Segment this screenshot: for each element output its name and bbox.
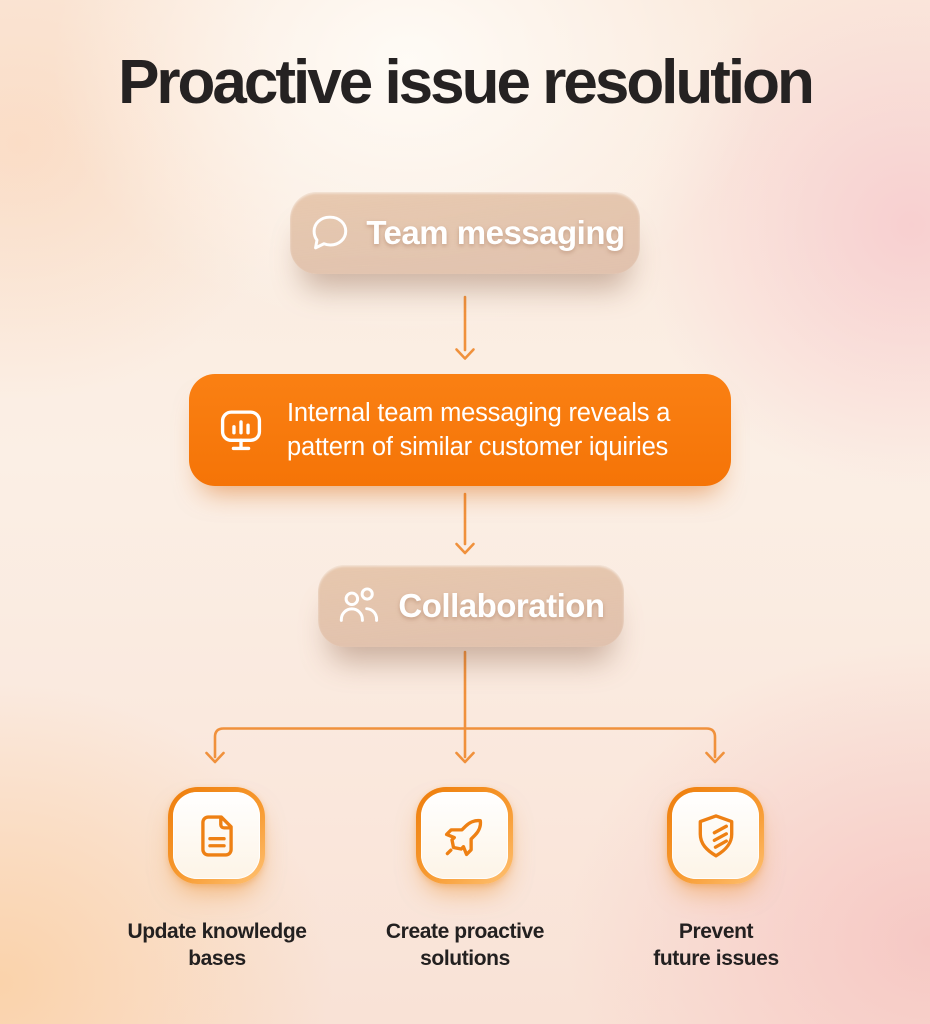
outcome-label-prevention: Prevent future issues [606, 918, 826, 972]
arrow-down-1 [455, 295, 475, 360]
outcome-label-knowledge: Update knowledge bases [107, 918, 327, 972]
outcome-tile-knowledge-card [173, 792, 260, 879]
outcome-label-prevention-line1: Prevent [678, 920, 754, 943]
node-insight: Internal team messaging reveals a patter… [189, 374, 731, 486]
outcome-tile-solutions [416, 787, 513, 884]
outcome-label-solutions: Create proactive solutions [355, 918, 575, 972]
insight-text-line2: pattern of similar customer iquiries [287, 433, 669, 461]
insight-text-line1: Internal team messaging reveals a [287, 399, 671, 427]
node-collaboration: Collaboration [318, 565, 624, 647]
outcome-label-solutions-line1: Create proactive [385, 920, 545, 943]
insight-text: Internal team messaging reveals a patter… [287, 396, 670, 464]
presentation-chart-icon [220, 410, 262, 451]
branch-connector [205, 650, 725, 764]
outcome-label-knowledge-line1: Update knowledge [127, 920, 307, 943]
outcome-label-solutions-line2: solutions [420, 947, 510, 970]
outcome-label-prevention-line2: future issues [653, 947, 779, 970]
rocket-icon [444, 818, 482, 856]
outcome-tile-solutions-card [421, 792, 508, 879]
outcome-label-knowledge-line2: bases [188, 947, 246, 970]
arrow-down-2 [455, 492, 475, 555]
chat-bubble-icon [312, 215, 348, 250]
outcome-tile-prevention [667, 787, 764, 884]
shield-icon [698, 813, 733, 858]
team-messaging-label: Team messaging [366, 214, 625, 251]
document-icon [200, 814, 233, 857]
outcome-tile-knowledge [168, 787, 265, 884]
collaboration-label: Collaboration [398, 587, 605, 624]
users-icon [340, 587, 379, 622]
page-title: Proactive issue resolution [118, 48, 815, 117]
node-team-messaging: Team messaging [290, 192, 640, 274]
outcome-tile-prevention-card [672, 792, 759, 879]
